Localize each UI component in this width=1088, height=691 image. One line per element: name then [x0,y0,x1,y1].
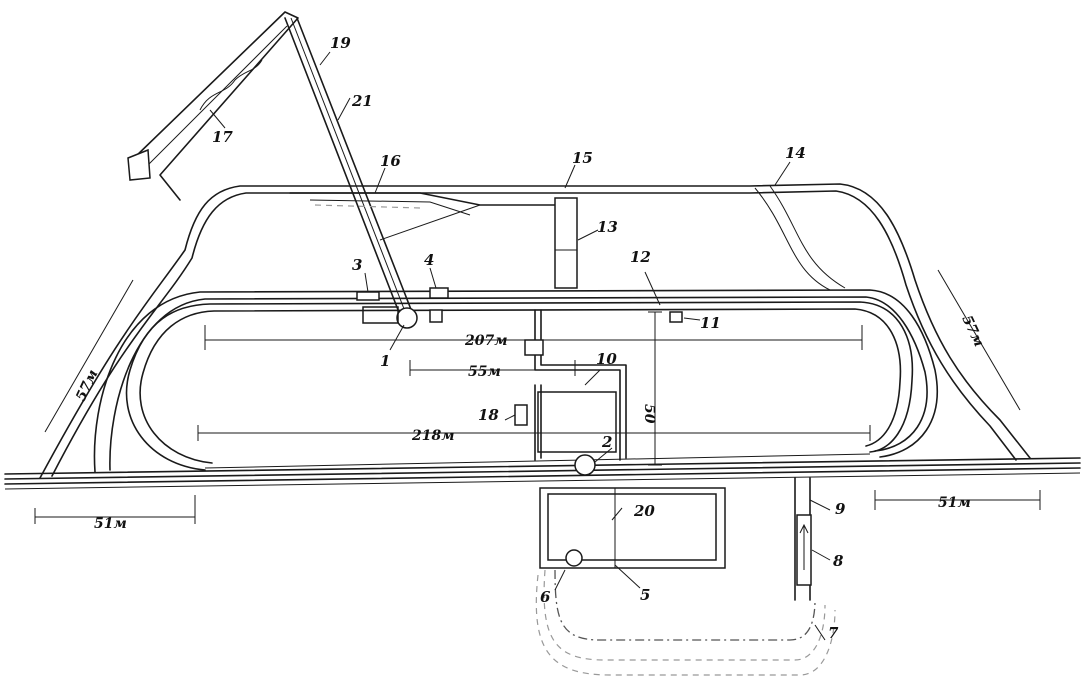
dimension-labels: 207м 55м 218м 50 57м 57м 51м 51м [73,313,987,532]
label-7: 7 [828,624,839,642]
label-3: 3 [352,256,362,274]
label-16: 16 [380,152,401,170]
outer-loop-track [39,183,1031,479]
roundhouse-1 [362,306,443,329]
label-5: 5 [640,586,650,604]
dimension-lines [34,269,1041,524]
label-13: 13 [597,218,618,236]
main-line [4,457,1081,490]
leader-lines [209,51,831,641]
upper-bypass-track [754,185,846,291]
label-9: 9 [835,500,846,518]
dimension-57m-left: 57м [73,367,101,403]
label-21: 21 [351,92,373,110]
dimension-50: 50 [641,404,657,424]
facility-4 [429,287,449,299]
facility-3 [356,291,380,301]
label-12: 12 [630,248,651,266]
label-2: 2 [601,433,612,451]
yard-17 [127,11,299,201]
branch-19-line [284,17,413,316]
label-20: 20 [633,502,655,520]
turntable-2 [574,454,596,476]
branch-9-8 [794,477,812,601]
label-1: 1 [380,352,390,370]
dimension-218m: 218м [411,428,455,444]
tracks-16 [289,192,561,241]
planned-lines-7 [535,569,836,676]
dimension-55m: 55м [468,364,501,380]
label-11: 11 [700,314,721,332]
dimension-51m-right: 51м [938,495,971,511]
dimension-51m-left: 51м [94,516,127,532]
component-labels: 1 2 3 4 5 6 7 8 9 10 11 12 13 14 15 16 1… [212,34,846,642]
label-17: 17 [212,128,233,146]
dimension-207m: 207м [464,333,508,349]
depot-block [539,487,726,569]
label-4: 4 [424,251,434,269]
label-10: 10 [596,350,617,368]
label-18: 18 [478,406,499,424]
building-13 [554,197,578,289]
facility-18 [514,404,528,426]
label-6: 6 [540,588,551,606]
facility-11 [669,311,683,323]
label-15: 15 [572,149,593,167]
label-14: 14 [785,144,806,162]
middle-loop-track [93,289,938,473]
inner-loop-track [125,301,914,471]
label-19: 19 [330,34,351,52]
label-8: 8 [833,552,844,570]
dimension-57m-right: 57м [958,313,986,349]
